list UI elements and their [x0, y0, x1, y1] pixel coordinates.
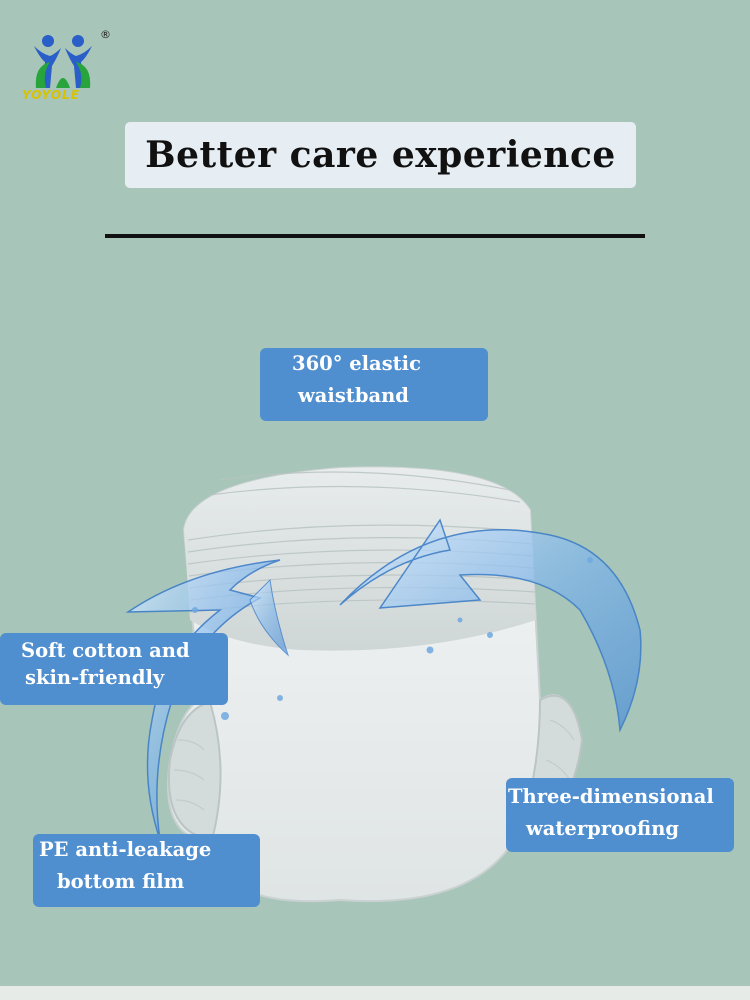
brand-name: YOYOLE: [22, 88, 80, 102]
callout-line: 360° elastic: [292, 352, 421, 375]
callout-line: Soft cotton and: [21, 639, 190, 662]
callout-line: waterproofing: [526, 817, 680, 840]
page-title: Better care experience: [145, 134, 616, 176]
registered-mark: ®: [100, 28, 111, 41]
callout-line: Three-dimensional: [508, 785, 714, 808]
callout-line: skin-friendly: [25, 666, 165, 689]
callout-line: PE anti-leakage: [39, 838, 212, 861]
title-banner: Better care experience: [125, 122, 636, 188]
callout-elastic-waistband: 360° elastic waistband: [260, 348, 488, 421]
callout-waterproofing: Three-dimensional waterproofing: [506, 778, 734, 852]
title-divider: [105, 234, 645, 238]
callout-line: bottom film: [57, 870, 185, 893]
callout-line: waistband: [298, 384, 409, 407]
callout-soft-cotton: Soft cotton and skin-friendly: [0, 633, 228, 705]
bottom-band: [0, 986, 750, 1000]
diaper-with-water-splash-icon: [125, 466, 642, 903]
brand-logo: ® YOYOLE: [22, 28, 132, 108]
two-figures-logo-icon: [34, 35, 92, 88]
callout-pe-film: PE anti-leakage bottom film: [33, 834, 260, 907]
